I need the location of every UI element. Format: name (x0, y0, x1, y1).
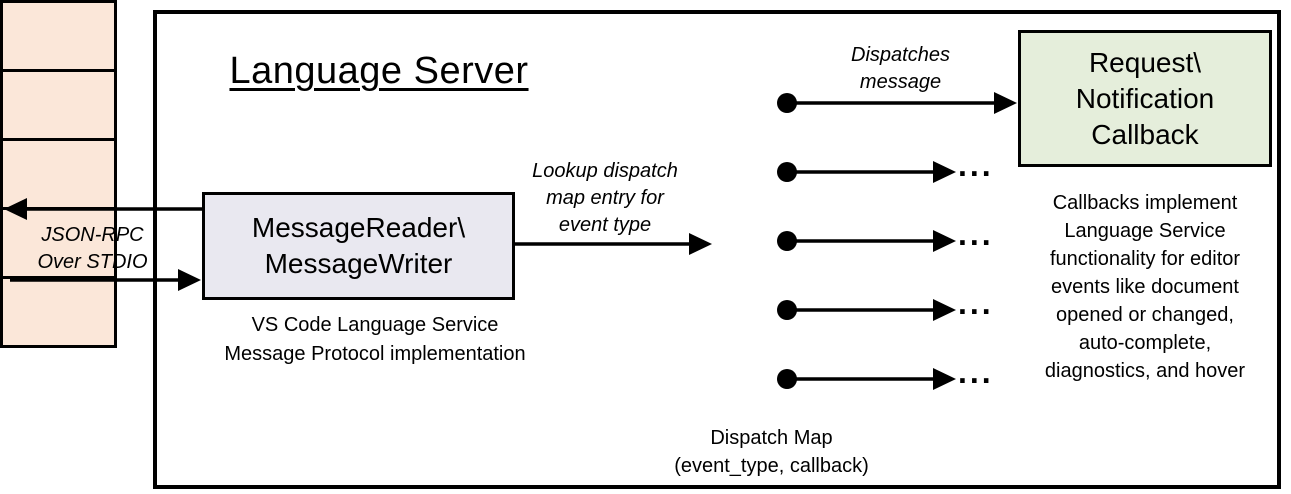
label-line: Lookup dispatch (532, 160, 678, 182)
message-reader-writer-box: MessageReader\ MessageWriter (202, 192, 515, 300)
caption-line: Dispatch Map (710, 427, 833, 449)
note-line: functionality for editor (1049, 248, 1241, 270)
json-rpc-stdio-label: JSON-RPC Over STDIO (15, 222, 170, 276)
caption-line: VS Code Language Service (251, 314, 499, 336)
label-line: Dispatches (851, 44, 950, 66)
note-line: Callbacks implement (1052, 192, 1238, 214)
message-box-line: MessageReader\ (251, 212, 466, 243)
dispatches-message-label: Dispatches message (843, 42, 958, 96)
callback-box-line: Notification (1075, 82, 1215, 114)
label-line: Over STDIO (37, 251, 148, 273)
note-line: auto-complete, (1078, 332, 1212, 354)
request-notification-callback-box: Request\ Notification Callback (1018, 30, 1272, 167)
label-line: JSON-RPC (41, 224, 144, 246)
label-line: map entry for (546, 187, 664, 209)
dispatch-map (0, 0, 117, 348)
note-line: diagnostics, and hover (1044, 360, 1246, 382)
ellipsis-callback-3: ... (958, 216, 994, 252)
dispatch-map-caption: Dispatch Map (event_type, callback) (655, 424, 888, 480)
lookup-dispatch-label: Lookup dispatch map entry for event type (510, 158, 700, 239)
note-line: opened or changed, (1056, 304, 1234, 326)
label-line: message (859, 71, 942, 93)
message-box-caption: VS Code Language Service Message Protoco… (165, 311, 585, 369)
note-line: events like document (1051, 276, 1239, 298)
label-line: event type (558, 214, 652, 236)
note-line: Language Service (1064, 220, 1226, 242)
callbacks-note: Callbacks implement Language Service fun… (1014, 189, 1276, 385)
page-title: Language Server (229, 50, 529, 92)
callback-box-line: Request\ (1088, 46, 1202, 78)
message-box-line: MessageWriter (264, 248, 453, 279)
callback-box-line: Callback (1091, 118, 1199, 150)
dispatch-map-cell (3, 138, 114, 207)
caption-line: (event_type, callback) (674, 455, 869, 477)
ellipsis-callback-4: ... (958, 285, 994, 321)
ellipsis-callback-2: ... (958, 147, 994, 183)
dispatch-map-cell (3, 276, 114, 345)
ellipsis-callback-5: ... (958, 354, 994, 390)
dispatch-map-cell (3, 3, 114, 69)
language-server-outer-box (153, 10, 1281, 489)
dispatch-map-cell (3, 69, 114, 138)
caption-line: Message Protocol implementation (224, 343, 526, 365)
